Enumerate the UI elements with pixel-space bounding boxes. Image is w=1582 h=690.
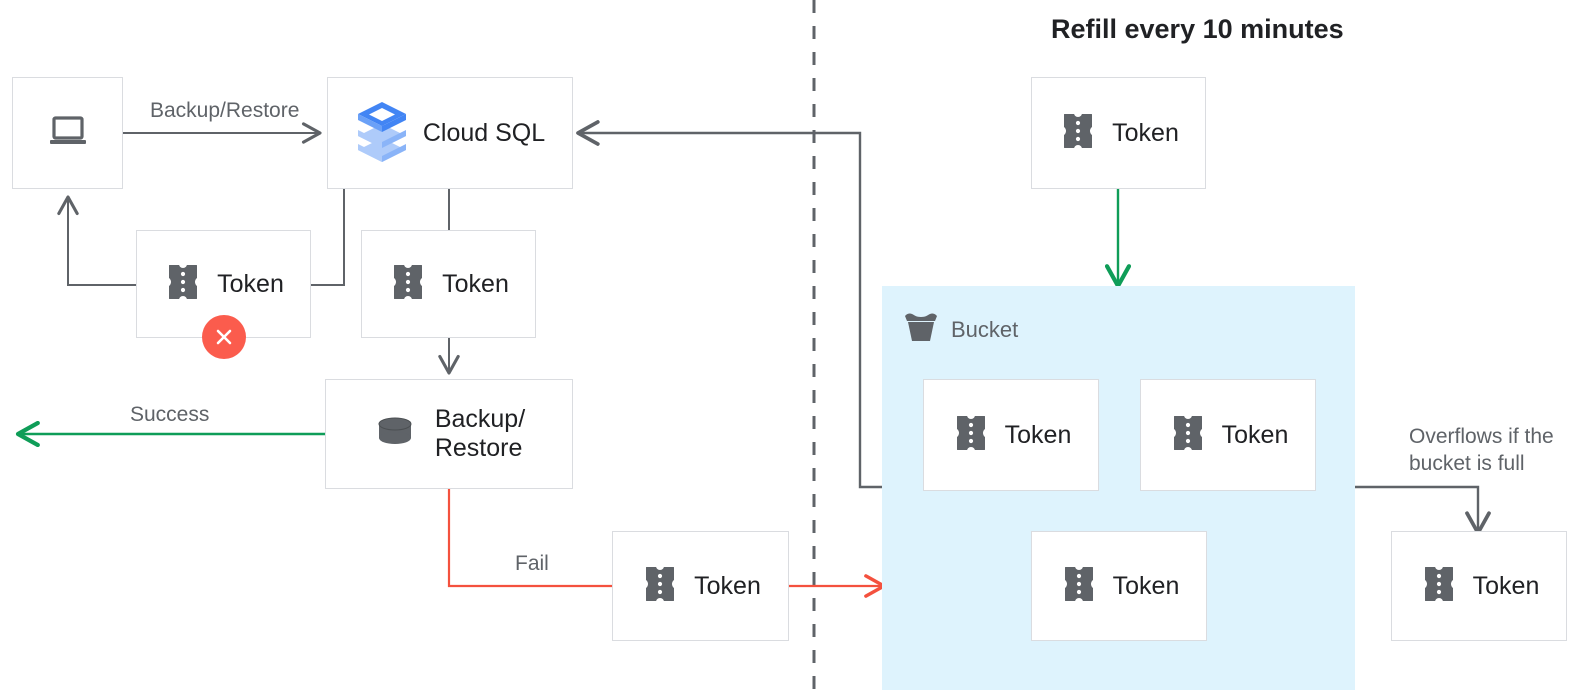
node-backup-restore-label: Backup/ Restore [434,405,526,462]
status-badge-error [202,315,246,359]
edge-label-success: Success [130,403,210,426]
token-icon [640,565,680,606]
token-icon [163,263,203,304]
laptop-icon [48,114,88,153]
node-token-consumed[interactable]: Token [361,230,536,338]
close-icon [216,329,232,345]
node-token-refill-label: Token [1112,118,1179,147]
node-bucket-token-1[interactable]: Token [923,379,1099,491]
node-token-refill[interactable]: Token [1031,77,1206,189]
node-token-failed-label: Token [217,269,284,298]
node-bucket-token-2[interactable]: Token [1140,379,1316,491]
node-bucket-token-3-label: Token [1112,571,1180,600]
token-icon [1059,565,1099,606]
node-token-overflow-label: Token [1472,571,1540,600]
edge-label-overflow: Overflows if the bucket is full [1409,425,1554,476]
node-token-consumed-label: Token [442,269,509,298]
node-token-fail-return-label: Token [694,571,761,600]
node-bucket-token-2-label: Token [1221,420,1289,449]
node-bucket-token-3[interactable]: Token [1031,531,1207,641]
edge-label-backup-restore: Backup/Restore [150,99,300,122]
database-icon [373,413,417,456]
bucket-icon [902,310,940,349]
token-icon [1058,112,1098,153]
token-icon [1419,565,1459,606]
wire-overflow [1355,485,1491,535]
node-bucket-token-1-label: Token [1004,420,1072,449]
bucket-header: Bucket [902,310,1018,349]
token-icon [1168,414,1208,455]
node-token-fail-return[interactable]: Token [612,531,789,641]
token-icon [951,414,991,455]
node-backup-restore[interactable]: Backup/ Restore [325,379,573,489]
bucket-label: Bucket [951,316,1019,342]
node-cloud-sql-label: Cloud SQL [422,118,546,147]
node-token-overflow[interactable]: Token [1391,531,1567,641]
token-icon [388,263,428,304]
page-title: Refill every 10 minutes [1051,14,1344,44]
cloud-sql-icon [355,100,409,167]
node-cloud-sql[interactable]: Cloud SQL [327,77,573,189]
edge-label-fail: Fail [515,552,549,575]
node-client[interactable] [12,77,123,189]
wire-bucket-to-cloudsql [576,120,882,489]
